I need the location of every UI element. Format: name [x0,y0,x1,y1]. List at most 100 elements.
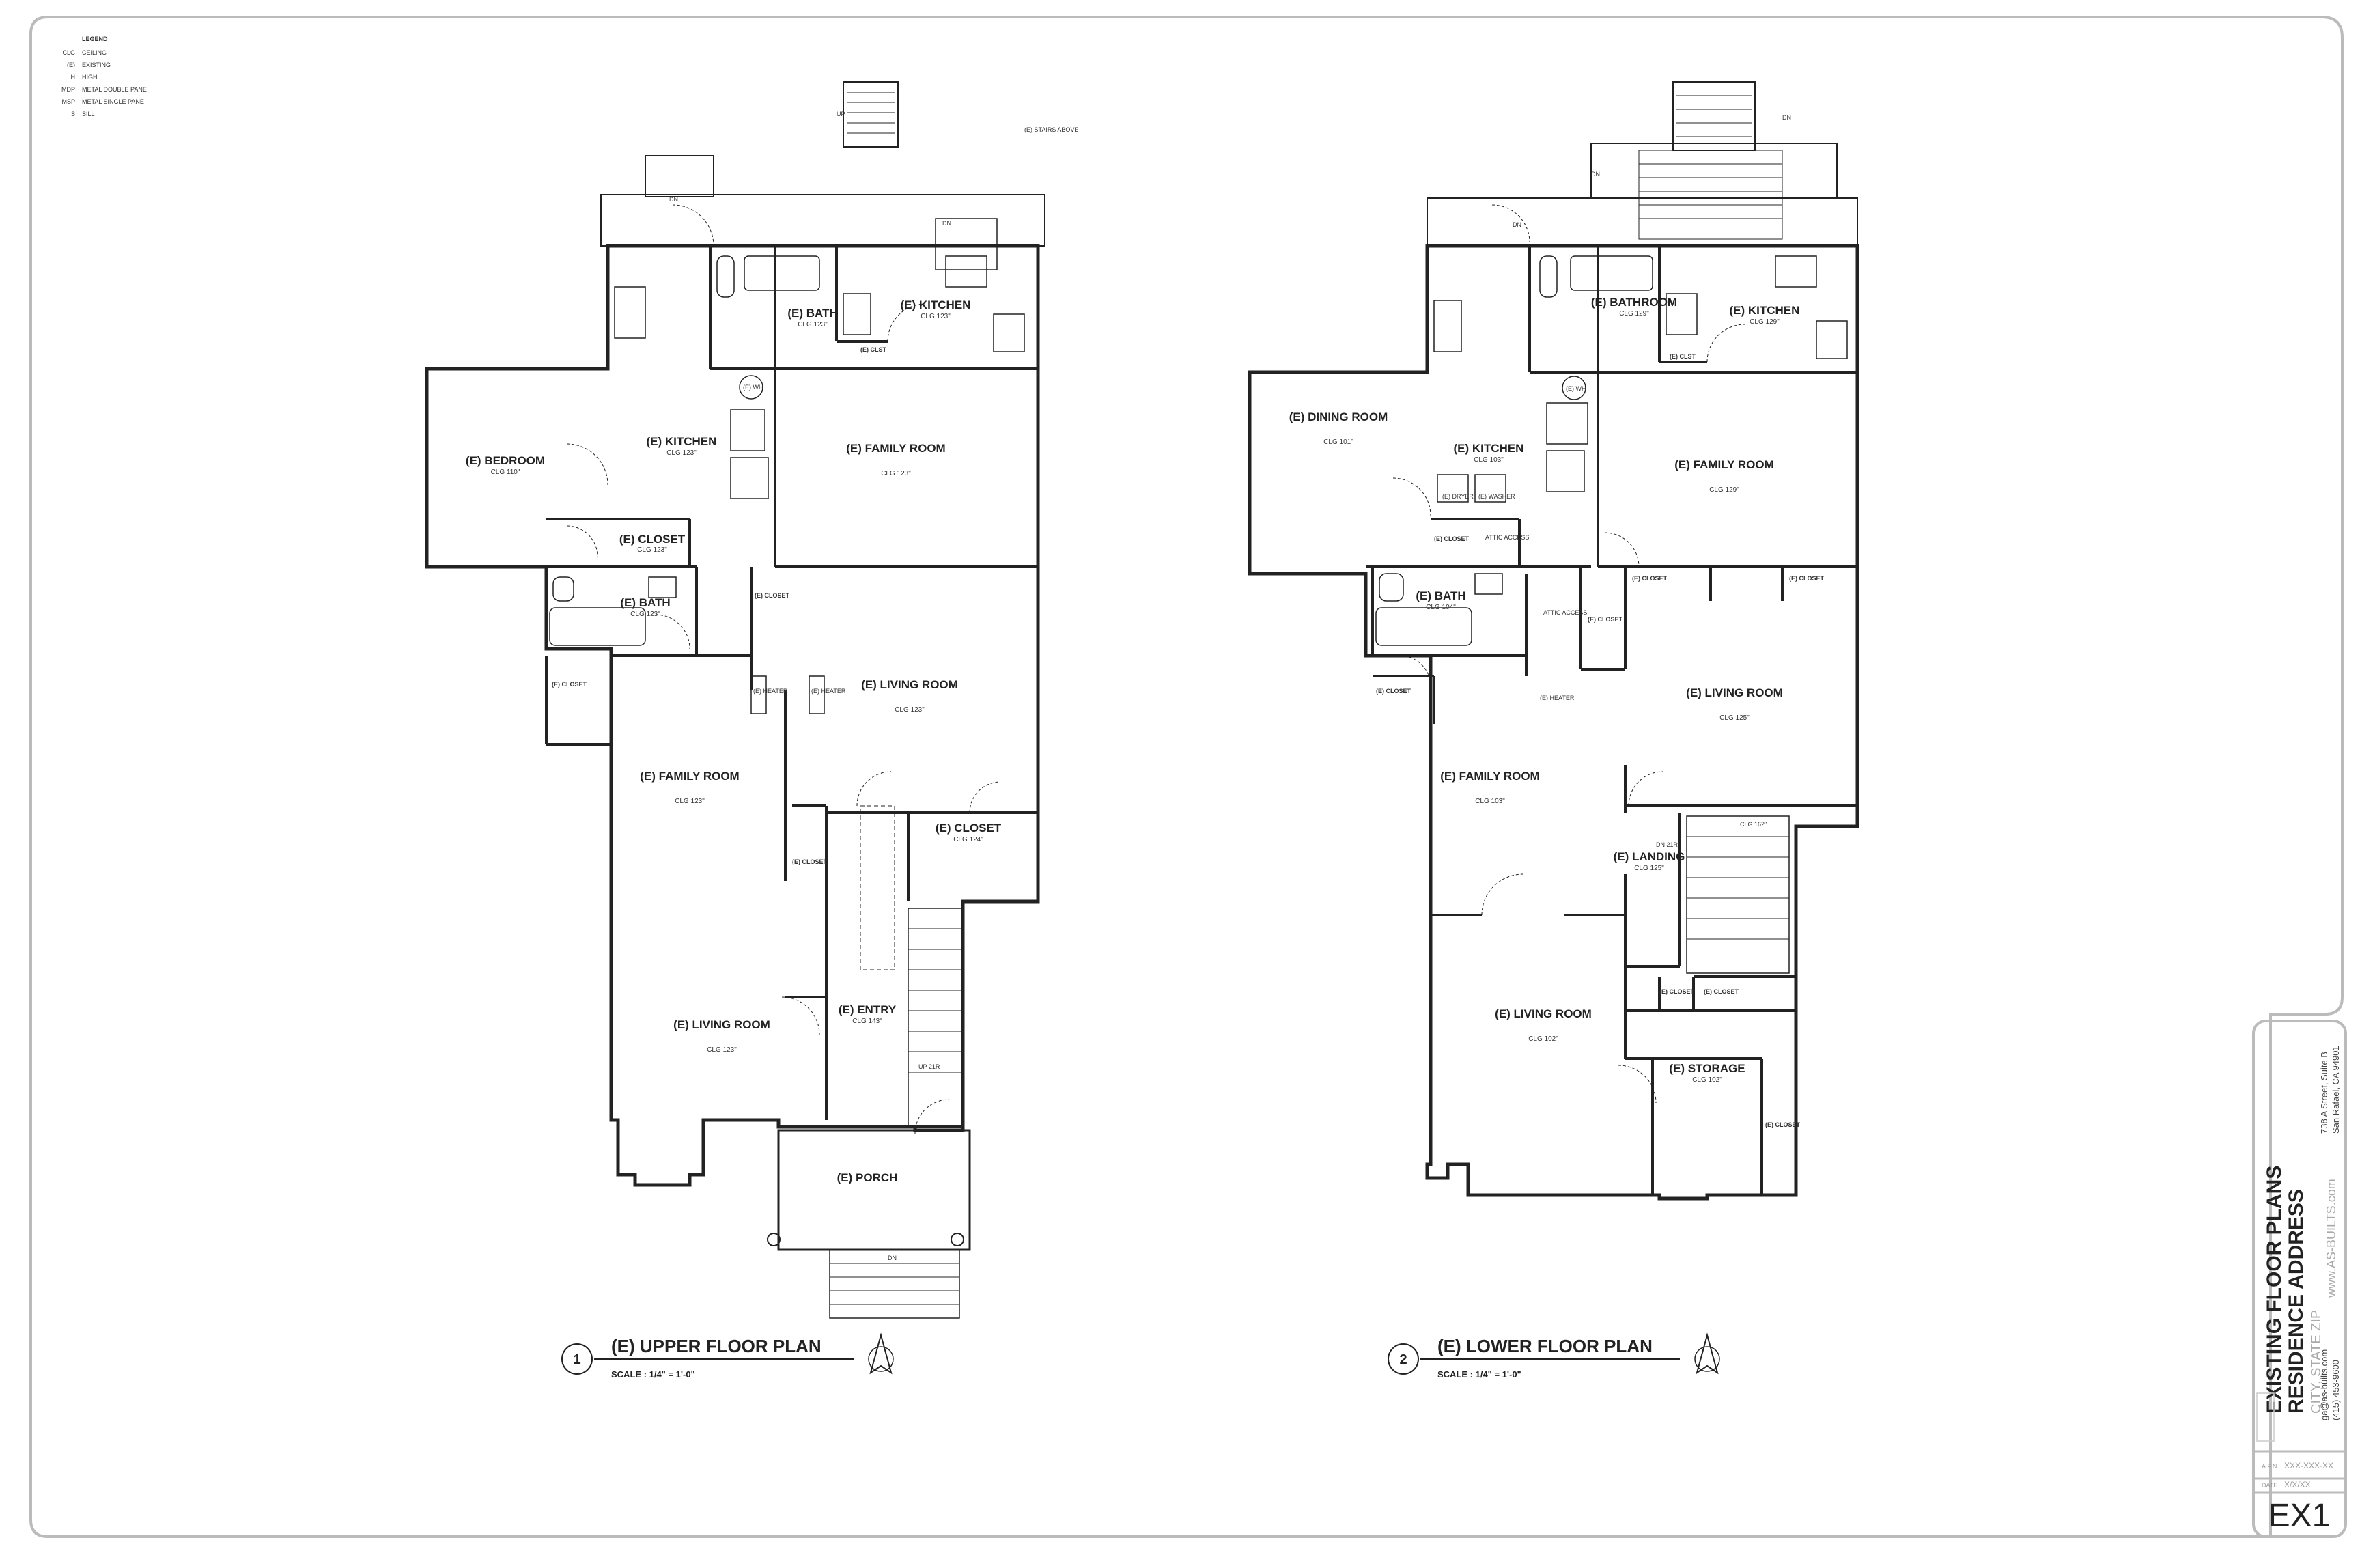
room-ceiling: CLG 123" [630,611,660,618]
room-ceiling: CLG 123" [666,449,697,457]
apn-value: XXX-XXX-XX [2284,1461,2333,1470]
room-name: (E) LIVING ROOM [1686,686,1783,699]
north-arrow-icon [869,1332,893,1375]
room-name: (E) BATHROOM [1591,296,1677,309]
legend-desc: METAL DOUBLE PANE [82,86,147,93]
room-name: (E) FAMILY ROOM [1674,458,1773,471]
room-name: (E) FAMILY ROOM [640,770,739,783]
project-name: RESIDENCE ADDRESS [2285,1189,2307,1414]
closet-note: (E) CLOSET [1434,535,1470,542]
legend-abbr: H [71,74,76,81]
legend-abbr: S [71,111,75,117]
room-name: (E) KITCHEN [647,435,717,448]
stair-note: DN [942,220,951,227]
company-address: 738 A Street, Suite B [2319,1052,2329,1134]
closet-note: (E) CLOSET [1632,575,1668,582]
room-ceiling: CLG 125" [1719,714,1750,722]
room-name: (E) PORCH [837,1171,898,1184]
title-block: EXISTING FLOOR PLANS RESIDENCE ADDRESS C… [2252,1020,2347,1538]
north-arrow-icon [1696,1332,1719,1375]
upper-outline [425,244,1040,1187]
room-name: (E) LANDING [1614,850,1685,863]
legend-abbr: CLG [62,49,75,56]
company-phone: (415) 453-9600 [2331,1360,2341,1420]
apn-label: A.P.N. [2262,1463,2279,1470]
plan-scale: SCALE : 1/4" = 1'-0" [1437,1369,1521,1380]
room-name: (E) BATH [620,596,670,609]
legend-abbr: MDP [61,86,75,93]
date-value: X/X/XX [2284,1480,2311,1489]
legend-abbr: MSP [61,98,75,105]
room-ceiling: CLG 103" [1475,798,1505,805]
appliance-note: (E) DRYER [1442,493,1474,500]
water-heater-note: (E) WH [743,384,763,391]
room-ceiling: CLG 125" [1634,865,1664,872]
plan-number: 1 [573,1352,580,1367]
closet-note: (E) CLOSET [1704,988,1739,995]
attic-note: ATTIC ACCESS [1485,534,1529,541]
lower-outline [1248,244,1859,1201]
appliance-note: (E) WASHER [1478,493,1515,500]
upper-floor-plan [425,81,1045,1319]
room-name: (E) CLOSET [619,533,686,546]
heater-note: (E) HEATER [753,688,788,695]
room-name: (E) CLOSET [936,822,1002,835]
room-ceiling: CLG 123" [881,470,911,477]
heater-note: (E) HEATER [811,688,846,695]
company-email: ga@as-builts.com [2319,1349,2329,1420]
room-name: (E) FAMILY ROOM [846,442,945,455]
room-ceiling: CLG 102" [1528,1035,1558,1043]
legend-title: LEGEND [82,36,108,42]
ceiling-note: CLG 162" [1740,821,1767,828]
room-name: (E) LIVING ROOM [861,678,958,691]
sheet-number: EX1 [2268,1498,2331,1534]
room-ceiling: CLG 129" [1619,310,1649,318]
room-ceiling: CLG 129" [1709,486,1739,494]
plan-title: (E) LOWER FLOOR PLAN [1437,1336,1653,1356]
room-name: (E) ENTRY [839,1003,897,1016]
stair-note: DN [1513,221,1521,228]
room-name: (E) KITCHEN [901,298,971,311]
sheet-title: EXISTING FLOOR PLANS [2263,1166,2286,1414]
lower-plan-labels: (E) BATHROOM CLG 129" (E) KITCHEN CLG 12… [1289,114,1825,1128]
room-ceiling: CLG 123" [707,1046,737,1054]
room-ceiling: CLG 103" [1474,456,1504,464]
attic-note: ATTIC ACCESS [1543,609,1587,616]
closet-note: (E) CLOSET [1659,988,1695,995]
legend-abbr: (E) [67,61,75,68]
stair-note: DN [1782,114,1791,121]
room-ceiling: CLG 123" [798,321,828,328]
legend: LEGEND CLG CEILING (E) EXISTING H HIGH M… [61,36,147,117]
room-name: (E) DINING ROOM [1289,410,1388,423]
upper-plan-title: 1 (E) UPPER FLOOR PLAN SCALE : 1/4" = 1'… [561,1332,894,1380]
stair-note: DN [1591,171,1600,178]
project-city: CITY, STATE ZIP [2309,1310,2324,1414]
room-ceiling: CLG 124" [953,836,983,843]
upper-plan-labels: (E) BATH CLG 123" (E) KITCHEN CLG 123" (… [466,111,1078,1261]
company-logo [2256,1392,2275,1442]
stair-note: UP [837,111,845,117]
plan-scale: SCALE : 1/4" = 1'-0" [611,1369,695,1380]
stair-note: DN [888,1255,897,1261]
rear-deck [600,194,1045,247]
room-name: (E) FAMILY ROOM [1440,770,1539,783]
room-name: (E) BATH [1416,589,1465,602]
closet-note: (E) CLST [1670,353,1696,360]
room-name: (E) STORAGE [1669,1062,1745,1075]
room-name: (E) KITCHEN [1730,304,1800,317]
room-ceiling: CLG 101" [1323,438,1353,446]
room-name: (E) BATH [787,307,837,320]
lower-floor-plan [1248,81,1859,1201]
room-ceiling: CLG 104" [1426,604,1456,611]
water-heater-note: (E) WH [1566,385,1586,392]
sheet-border [29,16,2344,1538]
stair-note: DN 21R [1656,841,1678,848]
room-name: (E) LIVING ROOM [673,1018,770,1031]
room-name: (E) LIVING ROOM [1495,1007,1592,1020]
room-ceiling: CLG 143" [852,1018,882,1025]
date-label: DATE [2262,1482,2277,1489]
legend-desc: CEILING [82,49,107,56]
plan-number: 2 [1399,1352,1407,1367]
closet-note: (E) CLOSET [1588,616,1623,623]
room-ceiling: CLG 129" [1750,318,1780,326]
